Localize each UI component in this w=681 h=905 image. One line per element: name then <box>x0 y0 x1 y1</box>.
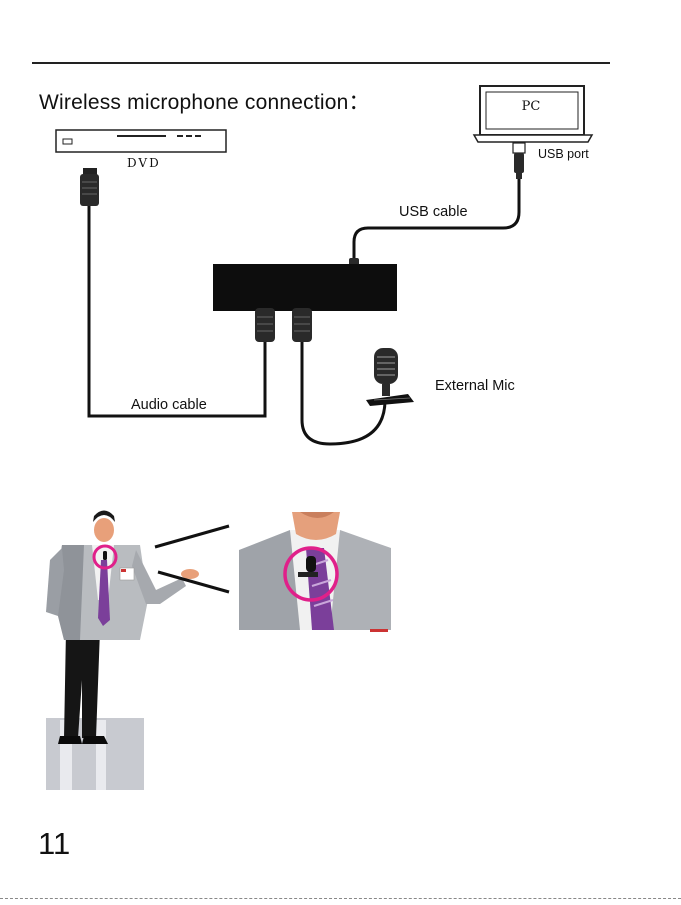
dvd-label: DVD <box>127 156 161 170</box>
dvd-player <box>56 130 226 152</box>
dvd-audio-plug <box>80 168 99 206</box>
pc-laptop <box>474 86 592 142</box>
zoom-line-top <box>155 526 229 547</box>
closeup-illustration <box>239 512 391 632</box>
audio-cable-label: Audio cable <box>131 397 207 413</box>
presenter-illustration <box>46 511 199 791</box>
mic-cable <box>302 342 385 444</box>
pc-label: PC <box>484 99 578 114</box>
usb-cable <box>354 179 519 262</box>
external-mic-label: External Mic <box>435 378 515 394</box>
usb-cable-label: USB cable <box>399 204 468 220</box>
usb-plug <box>513 143 525 179</box>
bottom-rule <box>0 898 681 899</box>
usb-port-label: USB port <box>538 147 589 161</box>
page-number: 11 <box>38 826 70 862</box>
external-mic <box>366 348 414 406</box>
